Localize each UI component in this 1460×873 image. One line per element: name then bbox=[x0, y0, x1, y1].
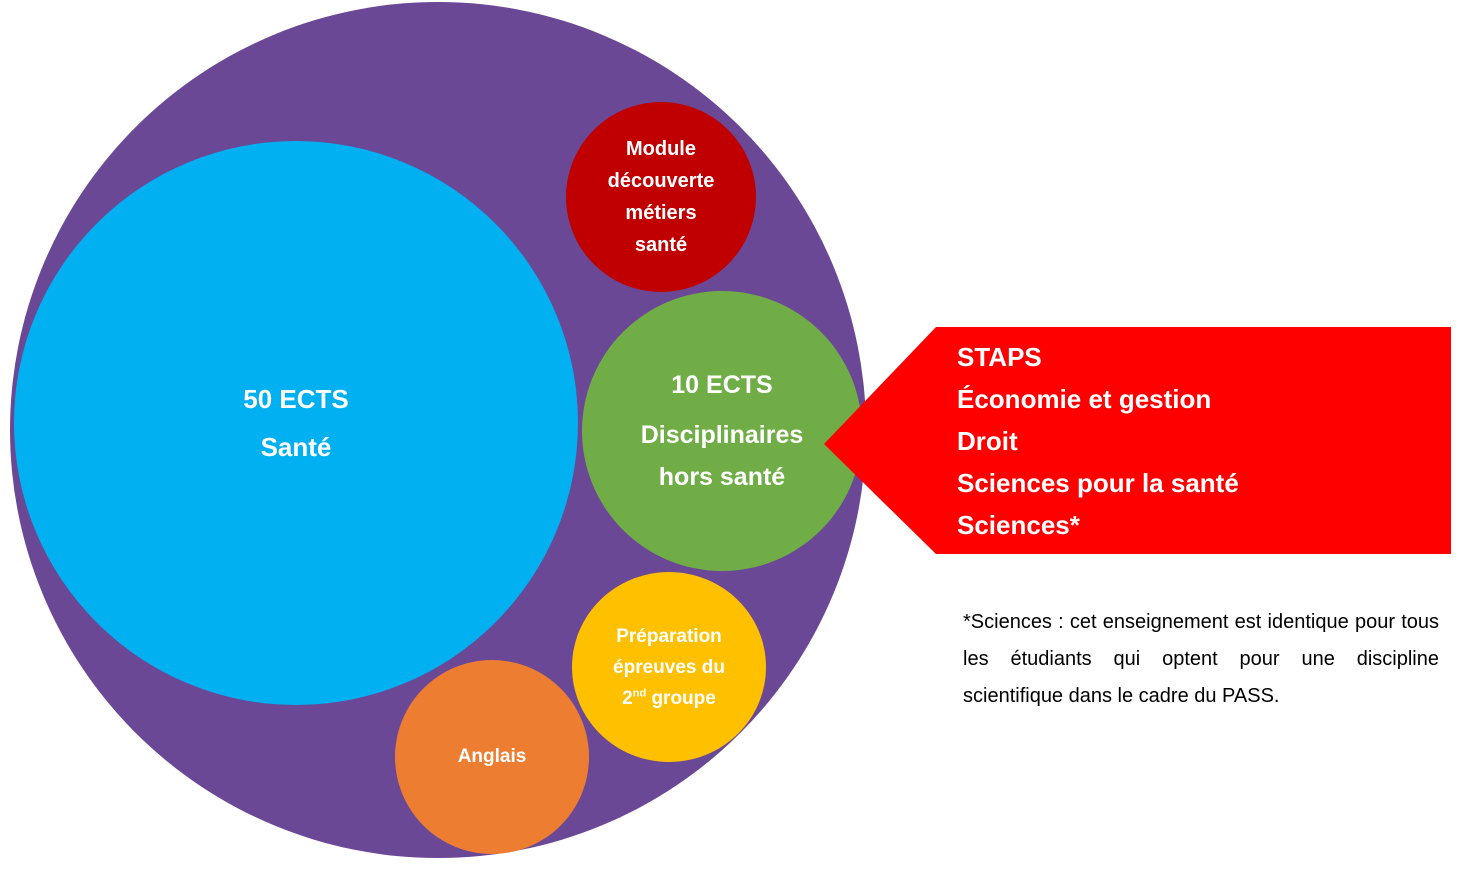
discipline-item: STAPS bbox=[957, 342, 1042, 372]
disciplines-arrow-box bbox=[824, 327, 1451, 554]
groupe-label: groupe bbox=[646, 687, 716, 709]
preparation-label-line: Préparation bbox=[616, 625, 722, 647]
sciences-footnote: *Sciences : cet enseignement est identiq… bbox=[963, 611, 1439, 707]
module-label-line: métiers bbox=[625, 202, 697, 224]
preparation-label-line: épreuves du bbox=[613, 656, 725, 678]
preparation-label-line: 2nd groupe bbox=[622, 683, 716, 714]
preparation-circle: Préparation épreuves du 2nd groupe bbox=[572, 572, 766, 762]
discipline-item: Économie et gestion bbox=[957, 384, 1212, 414]
module-label-line: santé bbox=[634, 234, 688, 256]
hors-sante-label: hors santé bbox=[658, 463, 786, 491]
disciplinaires-ects-label: 10 ECTS bbox=[671, 371, 773, 399]
disciplinaires-circle: 10 ECTS Disciplinaires hors santé bbox=[582, 291, 862, 571]
module-label-line: découverte bbox=[607, 170, 715, 192]
disciplines-list: STAPS Économie et gestion Droit Sciences… bbox=[957, 336, 1239, 546]
module-label-line: Module bbox=[626, 138, 696, 160]
anglais-label: Anglais bbox=[457, 746, 527, 767]
disciplinaires-label: Disciplinaires bbox=[640, 421, 804, 449]
second-number: 2 bbox=[622, 687, 633, 709]
discipline-item: Sciences pour la santé bbox=[957, 468, 1239, 498]
sante-circle: 50 ECTS Santé bbox=[14, 141, 578, 705]
module-decouverte-circle: Module découverte métiers santé bbox=[566, 102, 756, 292]
second-superscript: nd bbox=[632, 687, 647, 700]
sante-ects-label: 50 ECTS bbox=[243, 384, 349, 414]
discipline-item: Sciences* bbox=[957, 510, 1080, 540]
sante-label: Santé bbox=[260, 432, 332, 462]
discipline-item: Droit bbox=[957, 426, 1018, 456]
anglais-circle: Anglais bbox=[395, 660, 589, 854]
